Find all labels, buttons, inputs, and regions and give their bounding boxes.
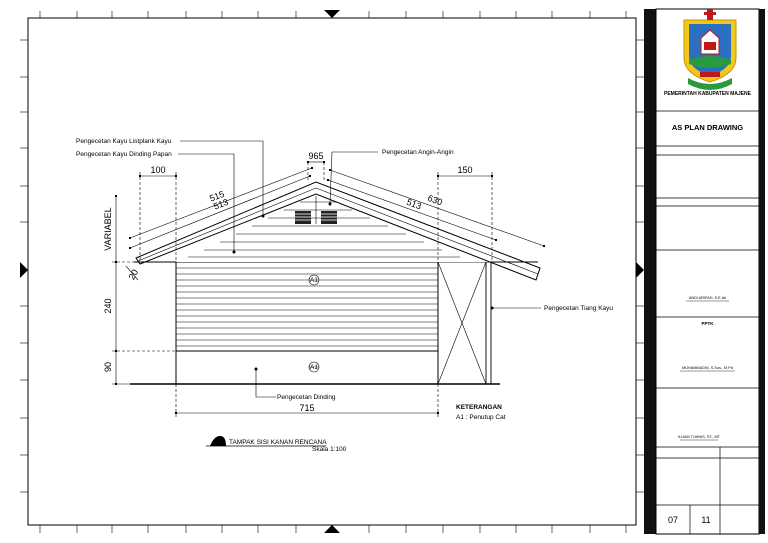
- elevation-drawing: A1 A1: [76, 138, 613, 453]
- roof-outline: [134, 181, 541, 281]
- agency-logo-emblem: [683, 9, 737, 90]
- material-tag-upper: A1: [308, 274, 320, 286]
- pptk-label: PPTK: [701, 321, 714, 326]
- title-block: PEMERINTAH KABUPATEN MAJENE AS PLAN DRAW…: [644, 8, 765, 535]
- sheet-frame: [20, 10, 644, 533]
- view-title-block: TAMPAK SISI KANAN RENCANA Skala 1:100: [206, 436, 347, 453]
- wall-siding: [175, 261, 439, 385]
- callout-tiang-kayu: Pengecetan Tiang Kayu: [544, 305, 613, 312]
- dim-right-eave: 150: [457, 165, 472, 175]
- gable-siding: [176, 190, 490, 262]
- view-title: TAMPAK SISI KANAN RENCANA: [229, 439, 327, 446]
- dim-gable-top: 965: [308, 151, 323, 161]
- dim-small: 20: [127, 268, 141, 282]
- agency-name: PEMERINTAH KABUPATEN MAJENE: [664, 91, 752, 97]
- material-tag-lower: A1: [308, 361, 320, 373]
- dim-wall-height: 240: [103, 298, 113, 313]
- callout-leaders: [178, 140, 541, 398]
- dim-plinth-height: 90: [103, 362, 113, 372]
- material-tag-lower-label: A1: [310, 364, 318, 371]
- side-bracing: [437, 261, 489, 385]
- dimension-ticks: [115, 161, 545, 414]
- dim-roof-right-inner: 513: [405, 197, 423, 212]
- dim-left-eave: 100: [150, 165, 165, 175]
- callout-listplank: Pengecetan Kayu Listplank Kayu: [76, 138, 172, 145]
- dim-roof-right-outer: 630: [426, 193, 444, 208]
- sheet-number: 07: [668, 515, 678, 525]
- callout-points: [232, 202, 494, 371]
- legend-item: A1 : Penutup Cat: [456, 414, 506, 421]
- legend-heading: KETERANGAN: [456, 404, 502, 411]
- material-tag-upper-label: A1: [310, 277, 318, 284]
- view-scale: Skala 1:100: [312, 446, 347, 453]
- gable-vent: [295, 196, 337, 224]
- callout-angin-angin: Pengecetan Angin-Angin: [382, 149, 454, 156]
- wooden-post: [485, 261, 492, 385]
- dim-variabel: VARIABEL: [103, 207, 113, 250]
- signer-1-name: ANDI ARIFAH, S.E.Ak: [689, 296, 726, 300]
- signer-2-name: MUHAMMADIN, S.Sos., M.Pd: [682, 366, 733, 370]
- drawing-type-label: AS PLAN DRAWING: [672, 123, 743, 132]
- dimension-lines: [112, 161, 545, 418]
- sheet-total: 11: [701, 515, 710, 525]
- callout-dinding-papan: Pengecetan Kayu Dinding Papan: [76, 151, 172, 158]
- callout-dinding: Pengecetan Dinding: [277, 394, 336, 401]
- signer-3-name: ILHAM TUHNIS, ST., MT: [678, 435, 721, 439]
- dim-total-width: 715: [299, 403, 314, 413]
